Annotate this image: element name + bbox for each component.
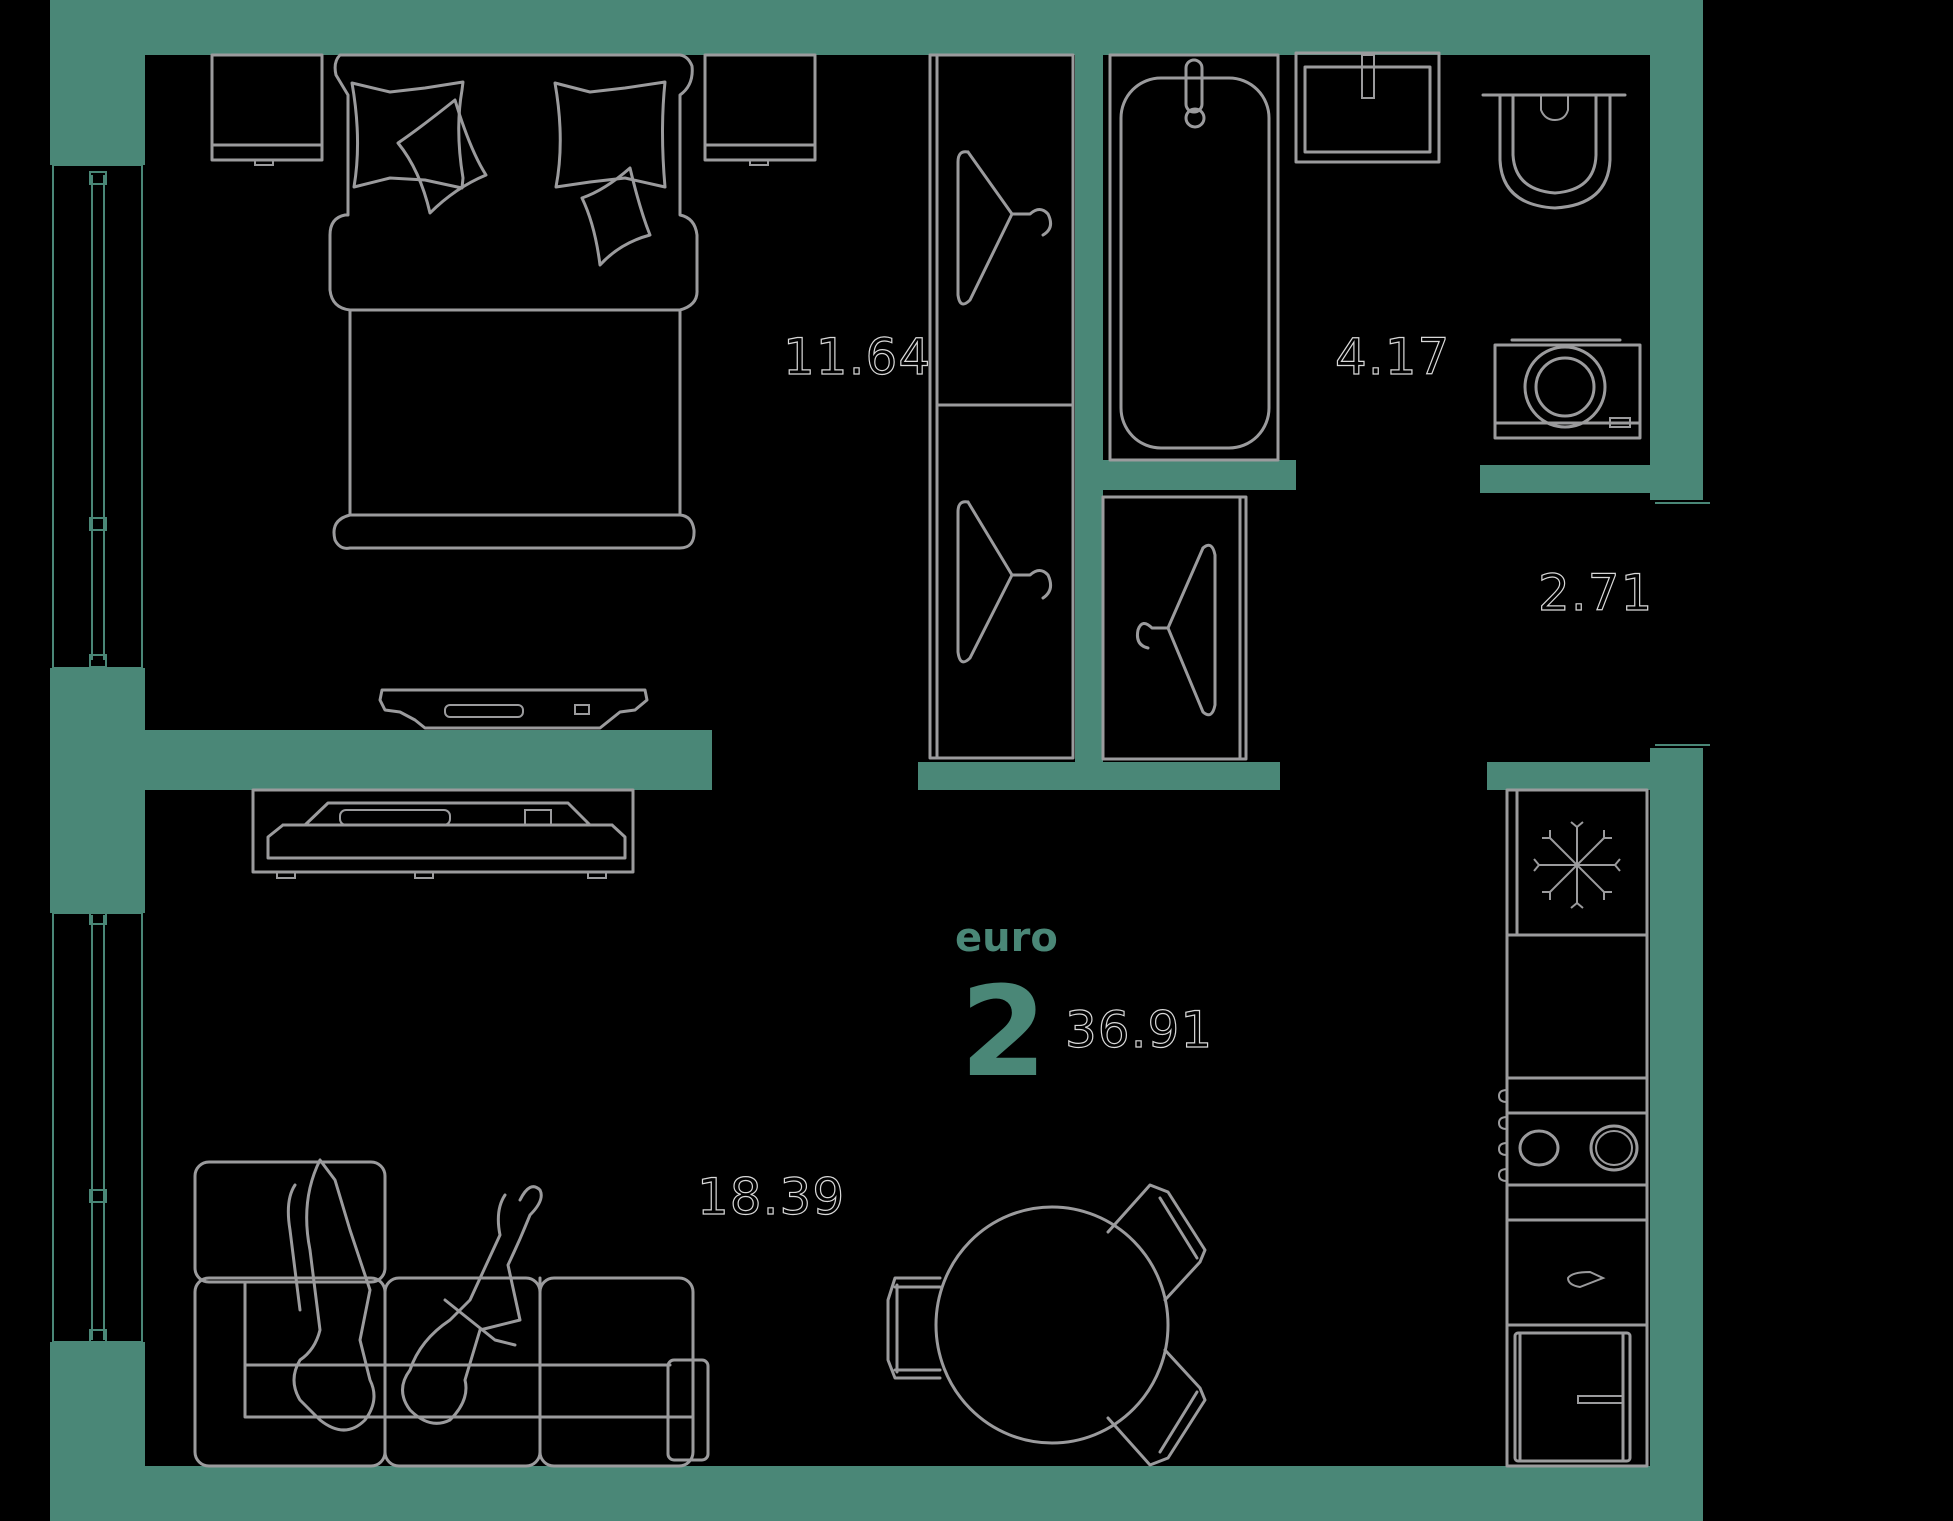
windows bbox=[52, 164, 1710, 1343]
walls bbox=[50, 0, 1703, 1521]
chair-left bbox=[886, 1276, 942, 1380]
chairs bbox=[886, 1183, 1207, 1467]
chair-top-right bbox=[1106, 1183, 1207, 1302]
tv-living bbox=[251, 788, 635, 879]
oven-cabinet bbox=[1513, 1331, 1632, 1463]
pillow-left bbox=[350, 80, 465, 190]
round-dining-table bbox=[934, 1205, 1170, 1445]
wall-wardrobe-bath bbox=[1075, 55, 1103, 765]
kitchen-sink-drop-icon bbox=[1566, 1270, 1606, 1289]
wall-top bbox=[50, 0, 1703, 55]
hanger-icon bbox=[956, 150, 1053, 306]
sink bbox=[1294, 51, 1441, 164]
apartment-type-label: euro bbox=[955, 915, 1058, 961]
rooms-count: 2 bbox=[960, 960, 1047, 1105]
room-area-bedroom: 11.64 bbox=[782, 328, 932, 386]
window-bedroom bbox=[52, 164, 143, 669]
window-living bbox=[52, 911, 143, 1343]
total-area: 36.91 bbox=[1064, 1001, 1214, 1059]
cushion-right bbox=[580, 166, 652, 267]
tv-bedroom bbox=[378, 688, 649, 730]
washing-machine bbox=[1493, 338, 1642, 440]
wall-bottom bbox=[50, 1466, 1703, 1521]
wall-bath-bottom bbox=[1103, 460, 1296, 490]
double-bed bbox=[328, 53, 699, 550]
chair-bottom-right bbox=[1106, 1348, 1207, 1467]
wall-kitchen-top bbox=[1487, 762, 1650, 790]
wall-partition-bedroom-living bbox=[145, 730, 712, 790]
wall-wardrobe-bottom bbox=[918, 762, 1280, 790]
cushion-left bbox=[396, 98, 488, 215]
room-area-kitchen-living: 18.39 bbox=[696, 1168, 846, 1226]
wardrobe-bedroom bbox=[928, 53, 1075, 760]
wall-right-top bbox=[1650, 0, 1703, 500]
hanger-icon bbox=[956, 500, 1053, 664]
hanger-icon bbox=[1136, 543, 1217, 717]
sofa-with-people bbox=[193, 1158, 710, 1468]
bathtub bbox=[1108, 53, 1280, 462]
wall-hall-wc bbox=[1480, 465, 1650, 493]
wall-left-top bbox=[50, 0, 145, 165]
pillow-right bbox=[553, 80, 667, 189]
room-area-bathroom: 4.17 bbox=[1334, 328, 1451, 386]
fridge-snowflake-icon bbox=[1533, 821, 1621, 909]
wall-right-bottom bbox=[1650, 748, 1703, 1521]
cooktop bbox=[1497, 1089, 1639, 1182]
entrance-door-frame bbox=[1655, 502, 1710, 746]
toilet bbox=[1481, 93, 1627, 210]
wall-left-mid bbox=[50, 668, 145, 913]
nightstand-left bbox=[210, 53, 324, 166]
wardrobe-hall bbox=[1101, 495, 1248, 761]
nightstand-right bbox=[703, 53, 817, 166]
room-area-hallway: 2.71 bbox=[1537, 564, 1654, 622]
